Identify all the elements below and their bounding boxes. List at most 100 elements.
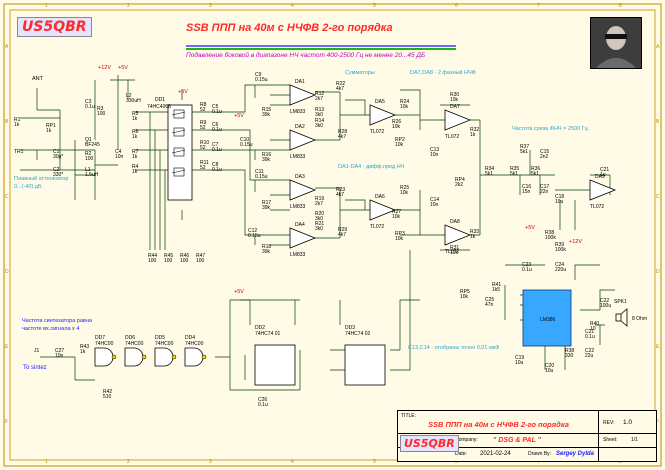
tb-date: 2021-02-24 [480,451,511,457]
component-value: 4k7 [338,134,347,140]
component-value: 10u [515,360,524,366]
component-ref: RP1 [46,123,56,129]
component-value: 0.1u [258,402,268,408]
component-ref: R4 [132,164,139,170]
component-value: 5k1 [531,171,540,177]
inner-border [9,9,656,461]
tb-company-label: Company: [455,437,478,443]
component-ref: C22 [585,348,595,354]
component-ref: RP5 [460,289,470,295]
note-summator: Сумматоры [345,70,375,76]
spk-ref: SPK1 [614,299,627,305]
component-ref: R29 [338,227,348,233]
component-ref: L2 [126,93,132,99]
component-ref: C14 [430,197,440,203]
component-value: 5k1 [520,149,529,155]
border-col: 2 [127,459,130,465]
component-value: 10k [460,294,469,300]
logo-top: US5QBR [17,17,92,37]
component-ref: R44 [148,253,158,259]
supply-label: +12V [569,239,582,245]
component-value: 100 [148,258,157,264]
border-row: B [656,119,660,125]
opamp-part: LM833 [290,204,306,210]
component-value: 0.1u [212,147,222,153]
border-col: 3 [209,459,212,465]
opamp-ref: DA9 [595,174,605,180]
border-row: F [656,419,660,425]
component-ref: R8 [200,102,207,108]
gate-ref: DD6 [125,335,135,341]
component-value: 0.15u [240,142,253,148]
component-value: 1u [600,172,606,178]
component-ref: C21 [585,329,595,335]
component-value: 22n [540,189,549,195]
title-underline [186,45,456,47]
component-value: 330uH [126,98,141,104]
border-col: 6 [455,459,458,465]
ic-lm386 [522,289,572,347]
component-ref: R19 [315,196,325,202]
component-value: 22u [585,353,594,359]
component-ref: Q1 [85,137,92,143]
ic-dd3 [344,344,386,386]
tb-rev-label: REV: [603,420,615,426]
component-value: 2k2 [455,182,464,188]
border-row: C [656,194,660,200]
component-ref: C20 [545,363,555,369]
component-ref: RP3 [395,231,405,237]
opamp-ref: DA1 [295,79,305,85]
component-ref: C26 [258,397,268,403]
gate-part: 74HC00 [185,341,204,347]
border-row: C [5,194,9,200]
component-value: 1k [80,349,86,355]
component-value: 10k [392,214,401,220]
tb-logo: US5QBR [400,435,459,452]
component-ref: RP2 [395,137,405,143]
opamp-part: TL072 [445,249,459,255]
component-ref: TR1 [14,149,24,155]
component-ref: L1 [85,167,91,173]
opamp-part: LM833 [290,252,306,258]
component-value: 5k1 [485,171,494,177]
author-photo [590,17,642,69]
opamp-ref: DA6 [375,194,385,200]
component-ref: R23 [336,187,346,193]
supply-label: +5V [234,289,244,295]
